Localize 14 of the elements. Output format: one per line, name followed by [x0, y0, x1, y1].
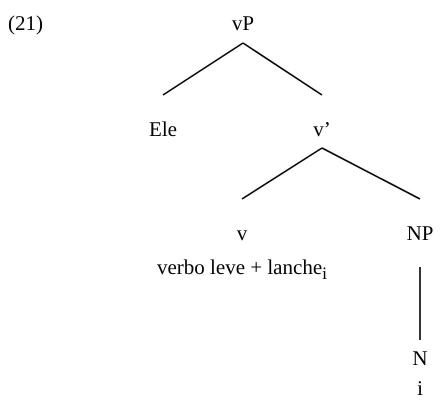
tree-branch: [242, 147, 322, 200]
tree-branch: [162, 42, 244, 96]
tree-node-label: v: [236, 221, 248, 245]
tree-branch: [322, 147, 420, 200]
tree-node-label: N: [412, 346, 428, 370]
example-number: (21): [8, 11, 43, 35]
terminal-word: verbo leve + lanche$_{i}$: [156, 255, 328, 286]
tree-branch: [242, 42, 322, 96]
tree-node-label: Ele: [149, 117, 177, 141]
tree-node-label: vP: [232, 11, 254, 35]
tree-node-label: NP: [406, 221, 434, 245]
terminal-word: i: [416, 376, 424, 400]
tree-branch: [419, 267, 421, 340]
tree-node-label: v’: [313, 117, 331, 141]
